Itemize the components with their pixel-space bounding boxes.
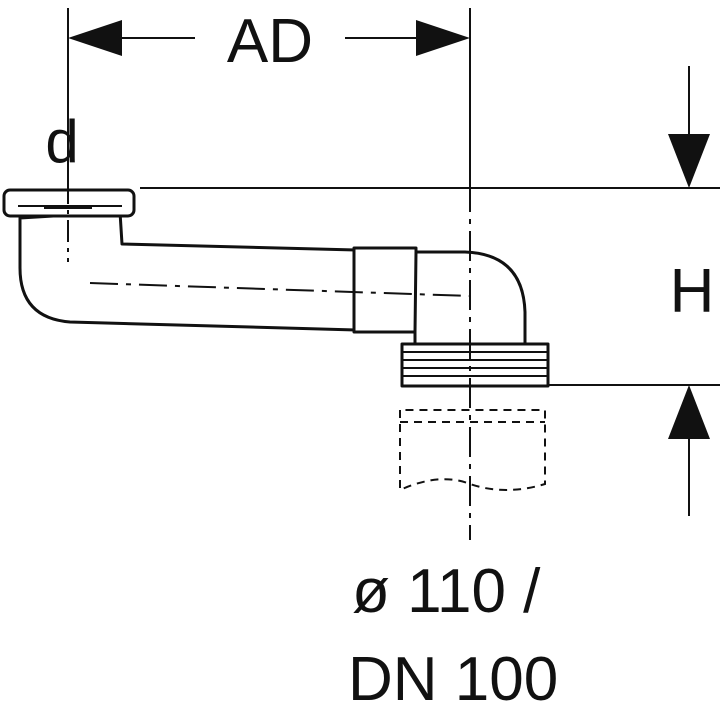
h-arrow-bottom — [668, 385, 710, 439]
ad-arrow-right — [416, 20, 470, 56]
connecting-pipe-hidden — [399, 409, 546, 492]
diameter-label: ø 110 / — [352, 557, 541, 626]
h-arrow-top — [668, 134, 710, 188]
h-label: H — [670, 257, 715, 326]
hidden-pipe-outline — [399, 409, 546, 492]
ad-label: AD — [227, 7, 313, 76]
nominal-size-label: DN 100 — [348, 645, 558, 714]
pipe-assembly — [2, 188, 550, 388]
d-label: d — [45, 108, 78, 175]
horizontal-center-line — [89, 282, 471, 297]
extension-lines — [67, 8, 720, 386]
coupling-sleeve — [352, 246, 418, 334]
h-dimension: H — [668, 66, 714, 516]
threaded-outlet — [400, 342, 550, 388]
ad-dimension: AD — [68, 7, 470, 76]
center-lines — [44, 182, 471, 540]
ad-arrow-left — [68, 20, 122, 56]
left-bend — [18, 210, 358, 332]
thread-ridges — [402, 351, 548, 377]
